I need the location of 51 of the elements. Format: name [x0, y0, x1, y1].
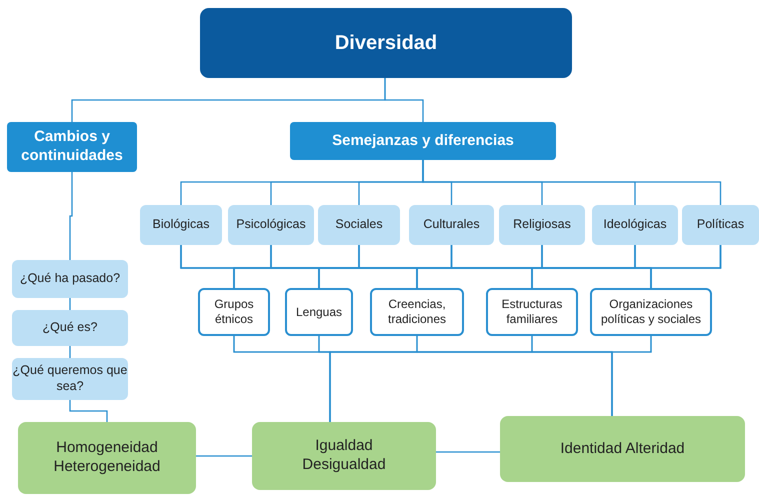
- category-box: [12, 260, 128, 298]
- connector-line: [436, 451, 500, 453]
- node-label: Sociales: [335, 217, 383, 233]
- node-label: Ideológicas: [603, 217, 667, 233]
- connector-line: [69, 346, 71, 358]
- concept-box: [252, 422, 436, 490]
- aspect-box: [198, 288, 270, 336]
- connector-line: [69, 400, 108, 422]
- aspect-box: [590, 288, 712, 336]
- connector-line: [650, 245, 722, 288]
- node-label: Psicológicas: [236, 217, 306, 233]
- aspect-box: [285, 288, 353, 336]
- node-label: Organizaciones políticas y sociales: [600, 297, 702, 327]
- connector-line: [422, 160, 722, 205]
- category-box: [140, 205, 222, 245]
- node-label: Políticas: [696, 217, 744, 233]
- category-box: [499, 205, 585, 245]
- node-label: Grupos étnicos: [213, 297, 255, 327]
- concept-box: [500, 416, 745, 482]
- concept-box: [18, 422, 196, 494]
- node-label: ¿Qué queremos que sea?: [12, 363, 128, 395]
- connector-line: [196, 455, 252, 457]
- node-label: Lenguas: [296, 304, 342, 320]
- node-label: Semejanzas y diferencias: [332, 132, 514, 150]
- category-box: [409, 205, 494, 245]
- node-label: Identidad Alteridad: [560, 440, 685, 458]
- category-box: [228, 205, 314, 245]
- node-label: Cambios y continuidades: [20, 128, 124, 166]
- node-label: Culturales: [423, 217, 480, 233]
- node-label: ¿Qué es?: [42, 320, 98, 336]
- node-label: ¿Qué ha pasado?: [20, 271, 120, 287]
- category-box: [592, 205, 678, 245]
- node-label: Diversidad: [334, 30, 438, 56]
- topic-box: [7, 122, 137, 172]
- node-label: Religiosas: [513, 217, 571, 233]
- category-box: [682, 205, 759, 245]
- node-label: Biológicas: [152, 217, 210, 233]
- node-label: Igualdad Desigualdad: [301, 437, 387, 475]
- title-box: [200, 8, 572, 78]
- category-box: [318, 205, 400, 245]
- node-label: Creencias, tradiciones: [386, 297, 448, 327]
- node-label: Homogeneidad Heterogeneidad: [52, 439, 162, 477]
- connector-line: [69, 298, 71, 310]
- topic-box: [290, 122, 556, 160]
- aspect-box: [486, 288, 578, 336]
- node-label: Estructuras familiares: [500, 297, 564, 327]
- connector-line: [69, 172, 73, 260]
- category-box: [12, 310, 128, 346]
- aspect-box: [370, 288, 464, 336]
- connector-line: [384, 78, 424, 122]
- connector-line: [611, 336, 652, 416]
